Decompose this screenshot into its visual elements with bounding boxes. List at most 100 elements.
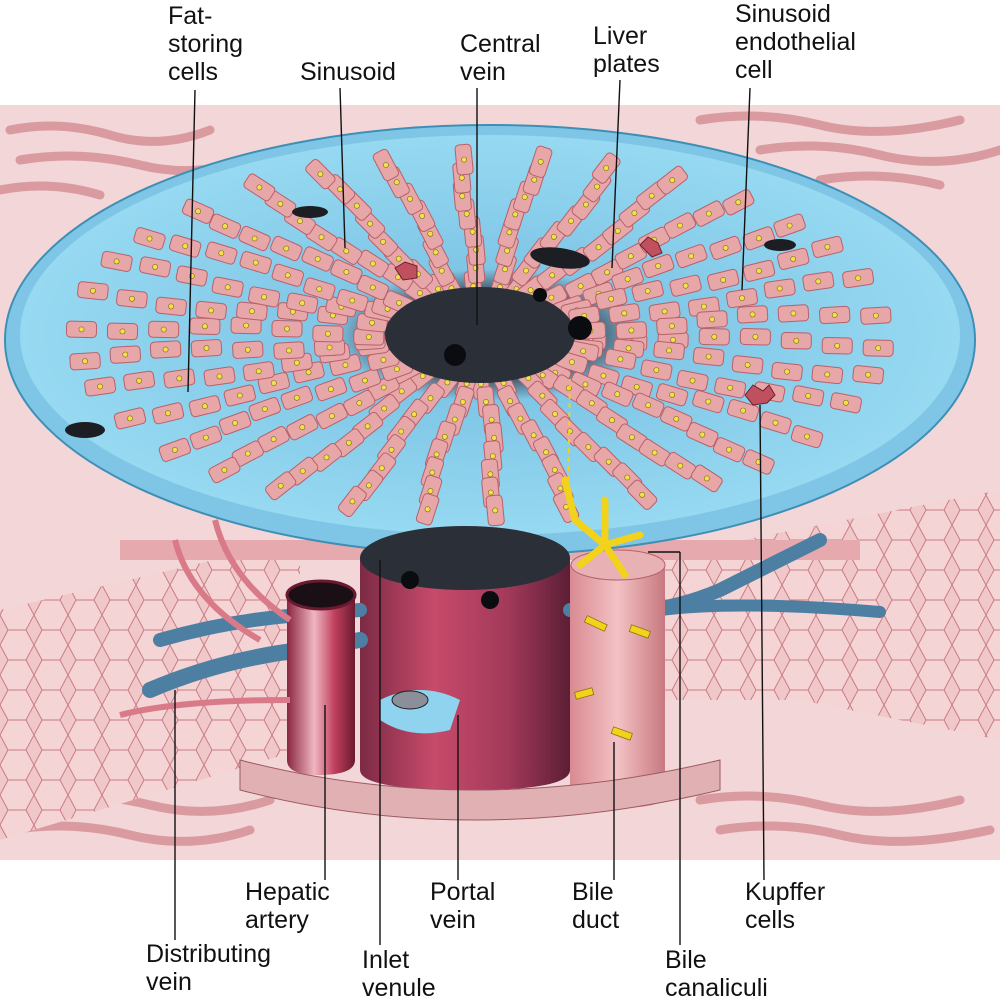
bile-canaliculus-dot [629, 434, 635, 441]
bile-canaliculus-dot [744, 361, 751, 368]
bile-canaliculus-dot [473, 246, 480, 253]
bile-canaliculus-dot [277, 482, 284, 489]
label-fat-storing-cells-line2: storing [168, 30, 243, 58]
bile-canaliculus-dot [201, 403, 208, 410]
bile-canaliculus-dot [504, 247, 510, 254]
bile-canaliculus-dot [398, 388, 405, 395]
bile-canaliculus-dot [367, 220, 373, 227]
bile-canaliculus-dot [855, 275, 861, 281]
bile-canaliculus-dot [244, 450, 251, 457]
label-bile-duct-line1: Bile [572, 878, 614, 906]
bile-canaliculus-dot [805, 392, 812, 399]
label-central-vein: Central vein [460, 30, 541, 86]
bile-canaliculus-dot [444, 379, 451, 386]
bile-canaliculus-dot [168, 303, 174, 310]
bile-canaliculus-dot [512, 211, 519, 218]
bile-canaliculus-dot [459, 193, 466, 199]
bile-canaliculus-dot [720, 276, 727, 283]
bile-canaliculus-dot [776, 285, 783, 292]
bile-canaliculus-dot [316, 286, 323, 292]
bile-canaliculus-dot [624, 474, 631, 481]
bile-canaliculus-dot [756, 267, 762, 274]
bile-canaliculus-dot [78, 326, 85, 333]
label-bile-canaliculi-line1: Bile [665, 946, 707, 974]
bile-canaliculus-dot [299, 468, 306, 474]
bile-canaliculus-dot [483, 398, 489, 405]
bile-duct-marks [574, 615, 651, 741]
bile-canaliculus-dot [790, 255, 797, 262]
bile-canaliculus-dot [286, 347, 292, 354]
bile-canaliculus-dot [492, 507, 499, 514]
bile-canaliculus-dot [651, 449, 658, 456]
bile-canaliculus-dot [356, 400, 363, 406]
bile-canaliculus-dot [424, 506, 431, 513]
bile-canaliculus-dot [595, 244, 602, 251]
bile-canaliculus-dot [146, 235, 153, 242]
bile-canaliculus-dot [628, 327, 635, 334]
bile-canaliculus-dot [677, 462, 684, 469]
bile-canaliculus-dot [381, 405, 388, 412]
bile-canaliculus-dot [569, 359, 575, 365]
bile-canaliculus-dot [588, 400, 595, 407]
bile-canaliculus-dot [644, 288, 651, 294]
label-liver-plates-line2: plates [593, 50, 660, 78]
bile-canaliculus-dot [326, 344, 333, 351]
bile-canaliculus-dot [502, 266, 508, 273]
bile-canaliculus-dot [165, 410, 171, 417]
label-hepatic-artery-line2: artery [245, 906, 309, 934]
bile-canaliculus-dot [722, 244, 729, 251]
bile-canaliculus-dot [248, 308, 255, 315]
bile-canaliculus-dot [523, 267, 529, 274]
bile-canaliculus-dot [270, 380, 277, 386]
bile-canaliculus-dot [458, 174, 465, 181]
bile-canaliculus-dot [284, 325, 290, 332]
bile-canaliculus-dot [451, 416, 458, 423]
bile-canaliculus-dot [527, 287, 534, 294]
bile-canaliculus-dot [539, 392, 546, 399]
bile-canaliculus-dot [831, 312, 838, 318]
bile-canaliculus-dot [261, 293, 267, 300]
label-sinusoid-line1: Sinusoid [300, 58, 396, 86]
bile-canaliculus-dot [537, 158, 544, 165]
label-sinusoid-endothelial-cell: Sinusoid endothelial cell [735, 0, 856, 84]
bile-canaliculus-dot [97, 383, 103, 390]
bile-canaliculus-dot [119, 328, 126, 335]
bile-canaliculus-dot [804, 433, 810, 440]
label-bile-duct: Bile duct [572, 878, 619, 934]
label-sinusoid-endothelial-cell-line1: Sinusoid [735, 0, 831, 28]
bile-canaliculus-dot [236, 392, 243, 399]
bile-canaliculus-dot [365, 482, 372, 489]
bile-canaliculus-dot [549, 272, 556, 279]
bile-canaliculus-dot [655, 263, 661, 269]
bile-canaliculus-dot [297, 218, 303, 224]
bile-canaliculus-dot [365, 333, 372, 340]
label-sinusoid-endothelial-cell-line3: cell [735, 56, 773, 84]
label-fat-storing-cells-line1: Fat- [168, 2, 212, 30]
bile-canaliculus-dot [122, 351, 129, 358]
bile-canaliculus-dot [645, 402, 652, 409]
bile-canaliculus-dot [128, 295, 135, 302]
label-sinusoid-endothelial-cell-line2: endothelial [735, 28, 856, 56]
bile-canaliculus-dot [669, 177, 676, 184]
bile-canaliculus-dot [699, 431, 706, 438]
bile-canaliculus-dot [293, 394, 300, 401]
bile-canaliculus-dot [224, 284, 231, 291]
label-inlet-venule: Inlet venule [362, 946, 436, 1000]
bile-canaliculus-dot [208, 307, 214, 314]
bile-canaliculus-dot [517, 415, 524, 422]
label-distributing-vein-line2: vein [146, 968, 192, 996]
bile-canaliculus-dot [369, 284, 376, 291]
bile-canaliculus-dot [427, 230, 434, 237]
bile-canaliculus-dot [152, 263, 158, 270]
bile-canaliculus-dot [343, 248, 350, 254]
bile-canaliculus-dot [255, 368, 262, 375]
bile-canaliculus-dot [614, 391, 621, 398]
bile-canaliculus-dot [677, 222, 683, 229]
bile-canaliculus-dot [666, 347, 672, 354]
label-kupffer-cells-line2: cells [745, 906, 795, 934]
bile-canaliculus-dot [539, 372, 546, 379]
bile-canaliculus-dot [557, 485, 564, 492]
bile-canaliculus-dot [222, 223, 228, 230]
bile-canaliculus-dot [429, 469, 436, 476]
